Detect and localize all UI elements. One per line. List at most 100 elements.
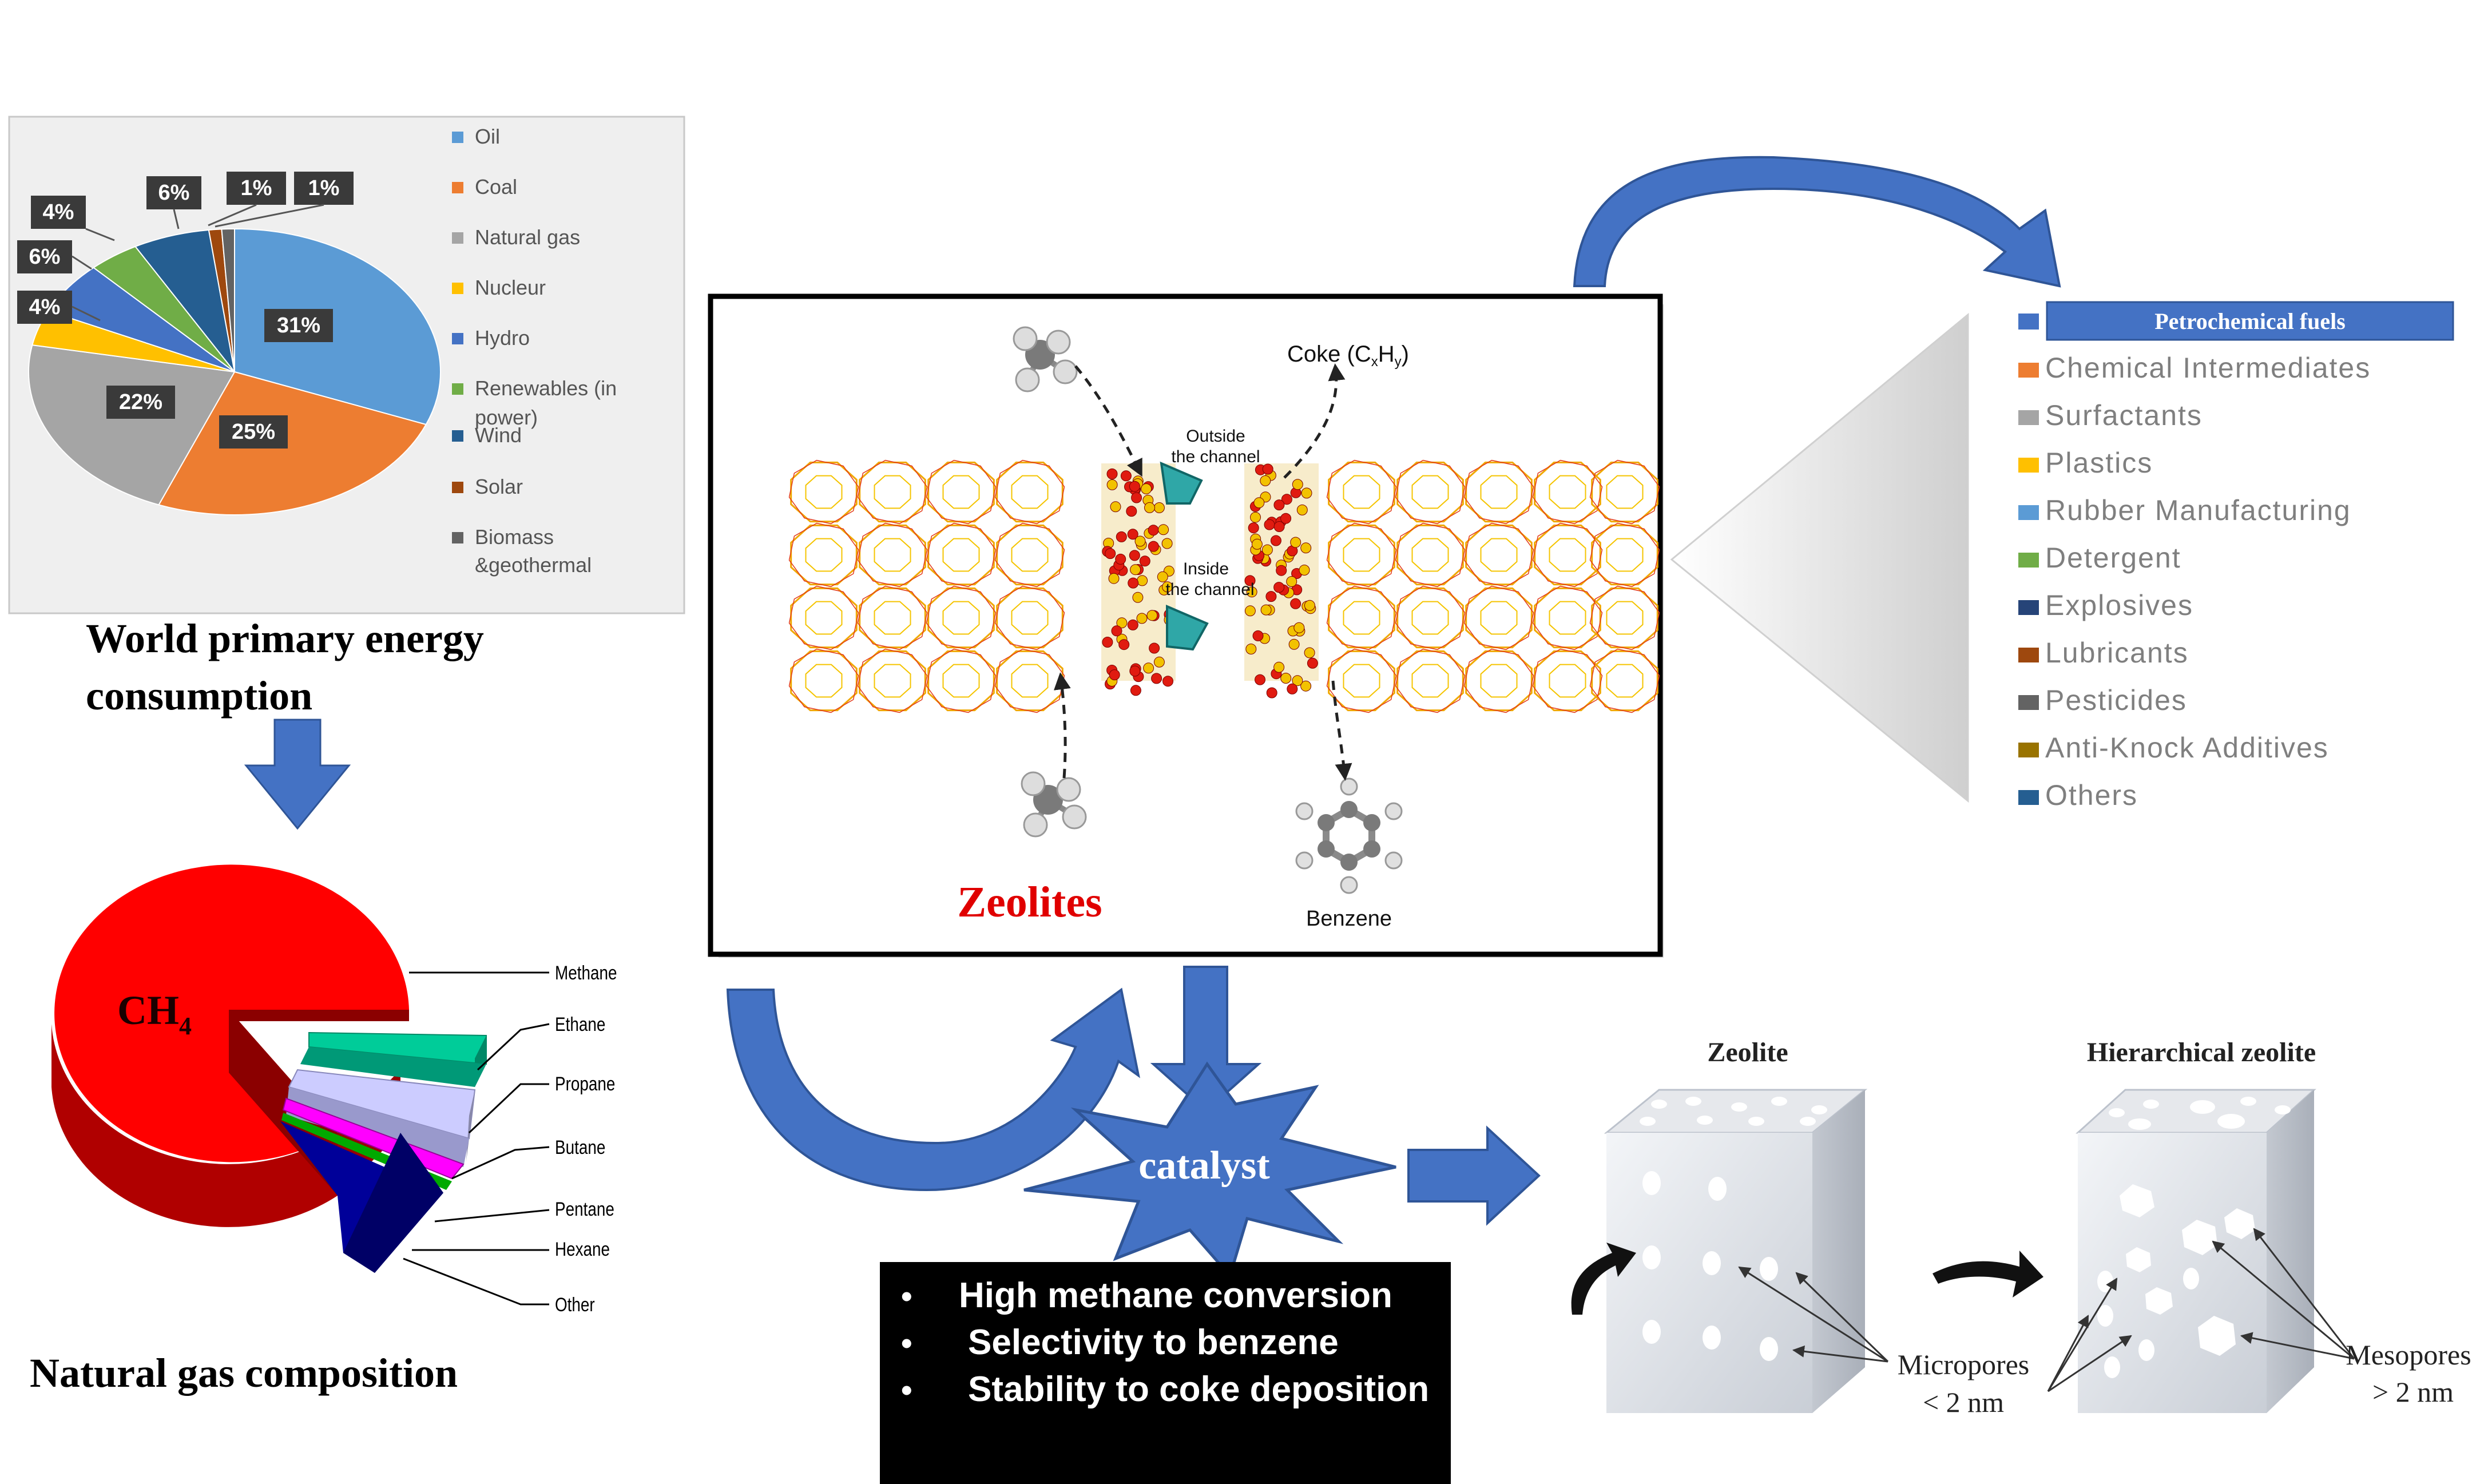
outside-channel-label-1: Outside bbox=[1186, 427, 1245, 446]
zeolite-panel: Outside the channel Inside the channel C… bbox=[708, 293, 1664, 958]
legend-coal: Coal bbox=[475, 175, 517, 199]
svg-text:Coke (CxHy): Coke (CxHy) bbox=[1287, 342, 1409, 370]
zeolites-label: Zeolites bbox=[957, 878, 1102, 926]
mesopores-label: Mesopores bbox=[2346, 1339, 2471, 1371]
energy-slice-wind bbox=[134, 229, 235, 372]
benefit-3: Stability to coke deposition bbox=[968, 1370, 1429, 1409]
energy-slice-coal bbox=[157, 371, 427, 515]
gas-chart-title: Natural gas composition bbox=[30, 1350, 458, 1396]
petro-swatch bbox=[2018, 410, 2039, 425]
petro-swatch bbox=[2018, 363, 2039, 378]
petro-item: Chemical Intermediates bbox=[2045, 352, 2371, 384]
gas-chart: CH4 Methane Ethane Propane Butane Pentan… bbox=[30, 864, 617, 1396]
energy-slice-oil bbox=[234, 228, 441, 426]
petro-item: Others bbox=[2045, 779, 2138, 811]
slice-label-biomass: 1% bbox=[308, 176, 340, 200]
micropores-size: < 2 nm bbox=[1923, 1386, 2004, 1418]
energy-legend: Oil Coal Natural gas Nucleur Hydro Renew… bbox=[452, 125, 617, 577]
energy-slice-biomass bbox=[221, 228, 235, 372]
zeolite-cube bbox=[1604, 1089, 1868, 1413]
zeolite-framework bbox=[788, 459, 1660, 713]
energy-chart: 31% 25% 22% 4% 6% 4% 6% 1% 1% Oil Coal N bbox=[8, 116, 685, 719]
svg-text:•: • bbox=[901, 1372, 912, 1408]
cubes-panel: Zeolite Hierarchical zeolite bbox=[1571, 1037, 2471, 1418]
methane-molecule-top bbox=[1013, 326, 1078, 392]
petro-item: Plastics bbox=[2045, 447, 2153, 479]
slice-label-gas: 22% bbox=[119, 390, 162, 414]
petrochem-list: Chemical IntermediatesSurfactantsPlastic… bbox=[2018, 352, 2371, 811]
zeolite-cube-title: Zeolite bbox=[1707, 1037, 1788, 1068]
benefit-2: Selectivity to benzene bbox=[968, 1323, 1339, 1362]
slice-label-wind: 6% bbox=[158, 181, 190, 205]
methane-molecule-bottom bbox=[1021, 771, 1087, 838]
catalyst-label: catalyst bbox=[1138, 1144, 1269, 1188]
down-arrow-left bbox=[244, 719, 351, 830]
u-arrow bbox=[726, 987, 1140, 1192]
legend-biomass-2: &geothermal bbox=[475, 553, 592, 577]
petro-item: Anti-Knock Additives bbox=[2045, 732, 2329, 764]
ch4-subscript: 4 bbox=[179, 1012, 192, 1040]
label-methane: Methane bbox=[555, 962, 617, 983]
legend-wind: Wind bbox=[475, 423, 522, 447]
ch4-label: CH bbox=[117, 987, 179, 1033]
label-other: Other bbox=[555, 1293, 595, 1315]
inside-channel-label-2: the channel bbox=[1165, 580, 1254, 599]
petro-item: Pesticides bbox=[2045, 684, 2187, 716]
petro-swatch bbox=[2018, 600, 2039, 615]
label-propane: Propane bbox=[555, 1073, 615, 1094]
legend-gas: Natural gas bbox=[475, 225, 580, 249]
svg-text:•: • bbox=[901, 1278, 912, 1314]
legend-renewables-2: power) bbox=[475, 406, 538, 429]
micropores-label: Micropores bbox=[1898, 1348, 2030, 1380]
mesopores-size: > 2 nm bbox=[2372, 1376, 2454, 1408]
petrochem-highlight bbox=[2046, 301, 2454, 341]
petro-swatch bbox=[2018, 743, 2039, 757]
label-hexane: Hexane bbox=[555, 1238, 610, 1260]
petrochem-funnel bbox=[1670, 312, 1969, 803]
curved-arrow-top bbox=[1573, 156, 2061, 288]
down-arrow-center bbox=[1150, 966, 1262, 1113]
slice-label-oil: 31% bbox=[277, 314, 320, 338]
petro-swatch bbox=[2018, 695, 2039, 710]
benefits-box: • High methane conversion • Selectivity … bbox=[880, 1262, 1451, 1484]
black-curved-arrow-2 bbox=[1933, 1251, 2043, 1297]
svg-text:CH4: CH4 bbox=[117, 987, 192, 1040]
slice-label-hydro: 6% bbox=[29, 245, 61, 269]
benefit-1: High methane conversion bbox=[959, 1276, 1392, 1315]
hierarchical-cube-title: Hierarchical zeolite bbox=[2087, 1037, 2316, 1068]
petro-swatch bbox=[2018, 553, 2039, 568]
petrochem-fuels-label: Petrochemical fuels bbox=[2154, 308, 2346, 334]
legend-renewables: Renewables (in bbox=[475, 376, 617, 400]
legend-nuclear: Nucleur bbox=[475, 276, 546, 299]
energy-pie bbox=[28, 228, 441, 515]
legend-oil: Oil bbox=[475, 125, 500, 148]
energy-chart-title-1: World primary energy bbox=[86, 616, 484, 661]
petro-swatch bbox=[2018, 505, 2039, 520]
label-butane: Butane bbox=[555, 1136, 605, 1158]
legend-hydro: Hydro bbox=[475, 326, 530, 350]
label-pentane: Pentane bbox=[555, 1198, 614, 1220]
slice-label-coal: 25% bbox=[232, 420, 275, 444]
petro-item: Rubber Manufacturing bbox=[2045, 494, 2351, 526]
slice-label-renewables: 4% bbox=[43, 200, 74, 224]
petro-item: Detergent bbox=[2045, 542, 2181, 574]
methane-slice-side bbox=[51, 1024, 338, 1227]
energy-slice-gas bbox=[28, 344, 236, 506]
slice-label-solar: 1% bbox=[241, 176, 272, 200]
svg-text:•: • bbox=[901, 1325, 912, 1361]
petro-item: Explosives bbox=[2045, 589, 2193, 621]
inside-channel-label-1: Inside bbox=[1183, 560, 1229, 578]
petro-swatch bbox=[2018, 458, 2039, 473]
channel-atoms bbox=[1101, 461, 1319, 699]
hierarchical-cube bbox=[2076, 1089, 2316, 1413]
gas-labels: Methane Ethane Propane Butane Pentane He… bbox=[555, 962, 617, 1315]
outside-channel-label-2: the channel bbox=[1171, 447, 1260, 466]
energy-chart-title-2: consumption bbox=[86, 673, 312, 719]
legend-solar: Solar bbox=[475, 475, 523, 498]
petro-swatch bbox=[2018, 648, 2039, 662]
petro-item: Surfactants bbox=[2045, 399, 2203, 431]
slice-label-nuclear: 4% bbox=[29, 295, 61, 319]
energy-slice-labels: 31% 25% 22% 4% 6% 4% 6% 1% 1% bbox=[17, 172, 354, 449]
petro-swatch bbox=[2018, 790, 2039, 805]
